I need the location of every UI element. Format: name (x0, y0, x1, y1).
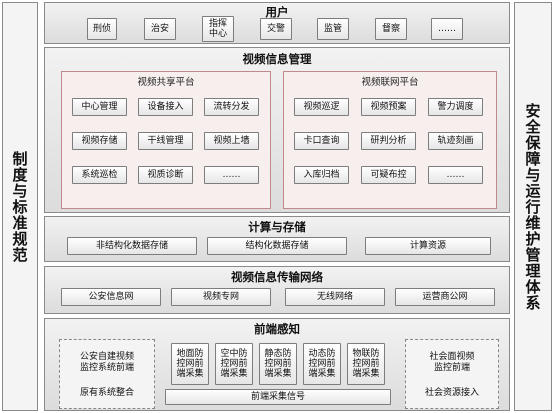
sharing-item: 流转分发 (204, 98, 259, 116)
user-item: 监管 (317, 18, 349, 40)
user-item: 指挥 中心 (202, 16, 234, 42)
transport-title: 视频信息传输网络 (231, 270, 323, 284)
collection-signal-bar: 前端采集信号 (165, 389, 391, 405)
sharing-platform-title: 视频共享平台 (137, 77, 195, 88)
user-item: …… (431, 18, 463, 40)
transport-item: 公安信息网 (61, 288, 161, 306)
sharing-item: 视频上墙 (204, 132, 259, 150)
network-platform: 视频联网平台 视频巡逻 视频预案 警力调度 卡口查询 研判分析 轨迹刻画 入库归… (283, 71, 497, 209)
collector-item: 物联防 控网前 端采集 (347, 343, 385, 385)
compute-item: 计算资源 (365, 237, 491, 255)
network-item: 卡口查询 (294, 132, 349, 150)
compute-item: 非结构化数据存储 (67, 237, 197, 255)
right-side-panel: 安全保障与运行维护管理体系 (514, 2, 552, 411)
sharing-platform: 视频共享平台 中心管理 设备接入 流转分发 视频存储 干线管理 视频上墙 系统巡… (61, 71, 271, 209)
frontend-layer: 前端感知 公安自建视频 监控系统前端 原有系统整合 地面防 控网前 端采集 空中… (44, 318, 510, 411)
collector-item: 静态防 控网前 端采集 (259, 343, 297, 385)
network-item: 入库归档 (294, 166, 349, 184)
standards-label: 制度与标准规范 (10, 150, 29, 263)
sharing-item: 视频存储 (72, 132, 127, 150)
network-item: …… (428, 166, 483, 184)
network-platform-title: 视频联网平台 (361, 77, 419, 88)
security-label: 安全保障与运行维护管理体系 (523, 102, 542, 311)
user-item: 治安 (144, 18, 176, 40)
user-item: 督察 (375, 18, 407, 40)
network-item: 视频巡逻 (294, 98, 349, 116)
social-video-text: 社会面视频 监控前端 (429, 352, 475, 373)
video-mgmt-layer: 视频信息管理 视频共享平台 中心管理 设备接入 流转分发 视频存储 干线管理 视… (44, 47, 510, 213)
network-item: 视频预案 (361, 98, 416, 116)
sharing-item: 视质诊断 (138, 166, 193, 184)
collector-item: 空中防 控网前 端采集 (215, 343, 253, 385)
transport-item: 运营商公网 (395, 288, 495, 306)
collector-item: 动态防 控网前 端采集 (303, 343, 341, 385)
sharing-item: 干线管理 (138, 132, 193, 150)
network-item: 可疑布控 (361, 166, 416, 184)
user-item: 刑侦 (87, 18, 117, 40)
sharing-item: 中心管理 (72, 98, 127, 116)
system-integration-text: 原有系统整合 (79, 388, 134, 398)
video-mgmt-title: 视频信息管理 (242, 52, 312, 66)
users-layer: 用户 刑侦 治安 指挥 中心 交警 监管 督察 …… (44, 2, 510, 44)
self-built-system-text: 公安自建视频 监控系统前端 (79, 352, 134, 373)
network-item: 研判分析 (361, 132, 416, 150)
compute-title: 计算与存储 (248, 220, 306, 234)
sharing-item: 系统巡检 (72, 166, 127, 184)
network-item: 警力调度 (428, 98, 483, 116)
user-item: 交警 (260, 18, 292, 40)
network-item: 轨迹刻画 (428, 132, 483, 150)
users-title: 用户 (265, 5, 289, 19)
transport-layer: 视频信息传输网络 公安信息网 视频专网 无线网络 运营商公网 (44, 266, 510, 314)
transport-item: 视频专网 (171, 288, 271, 306)
sharing-item: 设备接入 (138, 98, 193, 116)
social-resource-group: 社会面视频 监控前端 社会资源接入 (405, 339, 499, 409)
self-built-system-group: 公安自建视频 监控系统前端 原有系统整合 (59, 339, 155, 409)
compute-layer: 计算与存储 非结构化数据存储 结构化数据存储 计算资源 (44, 216, 510, 262)
social-resource-text: 社会资源接入 (424, 388, 479, 398)
left-side-panel: 制度与标准规范 (2, 2, 38, 411)
frontend-title: 前端感知 (254, 322, 300, 336)
transport-item: 无线网络 (285, 288, 385, 306)
collector-item: 地面防 控网前 端采集 (171, 343, 209, 385)
compute-item: 结构化数据存储 (207, 237, 347, 255)
sharing-item: …… (204, 166, 259, 184)
